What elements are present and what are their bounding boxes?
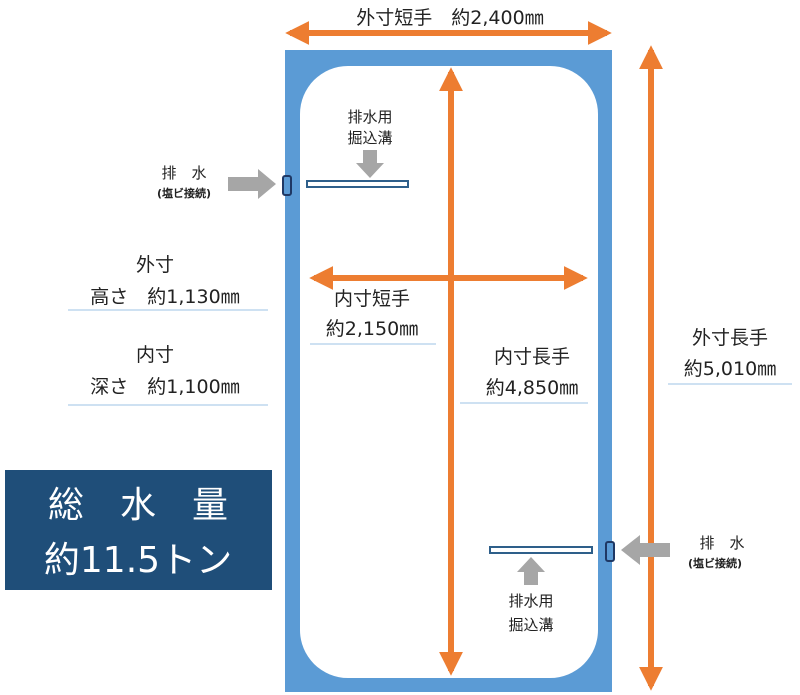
total-volume-box <box>5 470 272 590</box>
total-volume-label: 総 水 量 <box>48 485 228 526</box>
trench-left-label-1: 排水用 <box>347 108 392 126</box>
drain-right-sub: (塩ビ接続) <box>688 556 742 570</box>
trench-left-label-2: 掘込溝 <box>347 129 392 147</box>
inner-short-label: 内寸短手 <box>334 288 410 310</box>
drain-left-pipe-connector <box>282 175 292 196</box>
outer-height-value: 高さ 約1,130㎜ <box>90 286 239 308</box>
drain-left-arrow-icon <box>228 169 276 199</box>
drain-right-label: 排 水 <box>699 534 744 552</box>
inner-long-value: 約4,850㎜ <box>486 377 578 399</box>
outer-long-value: 約5,010㎜ <box>684 358 776 380</box>
inner-short-value: 約2,150㎜ <box>326 318 418 340</box>
trench-right-label-2: 掘込溝 <box>508 616 553 634</box>
drain-left-sub: (塩ビ接続) <box>157 186 211 200</box>
outer-height-label: 外寸 <box>136 254 174 276</box>
drain-left-trench <box>306 180 409 188</box>
drain-right-trench <box>489 546 593 554</box>
outer-short-label: 外寸短手 約2,400㎜ <box>356 7 543 29</box>
inner-depth-label: 内寸 <box>136 344 174 366</box>
trench-left-arrow-icon <box>356 150 384 178</box>
drain-right-arrow-icon <box>621 535 670 565</box>
inner-long-label: 内寸長手 <box>494 346 570 368</box>
outer-long-label: 外寸長手 <box>692 327 768 349</box>
trench-right-arrow-icon <box>517 557 545 585</box>
trench-right-label-1: 排水用 <box>508 592 553 610</box>
inner-depth-value: 深さ 約1,100㎜ <box>90 376 239 398</box>
total-volume-value: 約11.5トン <box>44 540 232 581</box>
drain-right-pipe-connector <box>605 541 615 562</box>
drain-left-label: 排 水 <box>161 164 206 182</box>
